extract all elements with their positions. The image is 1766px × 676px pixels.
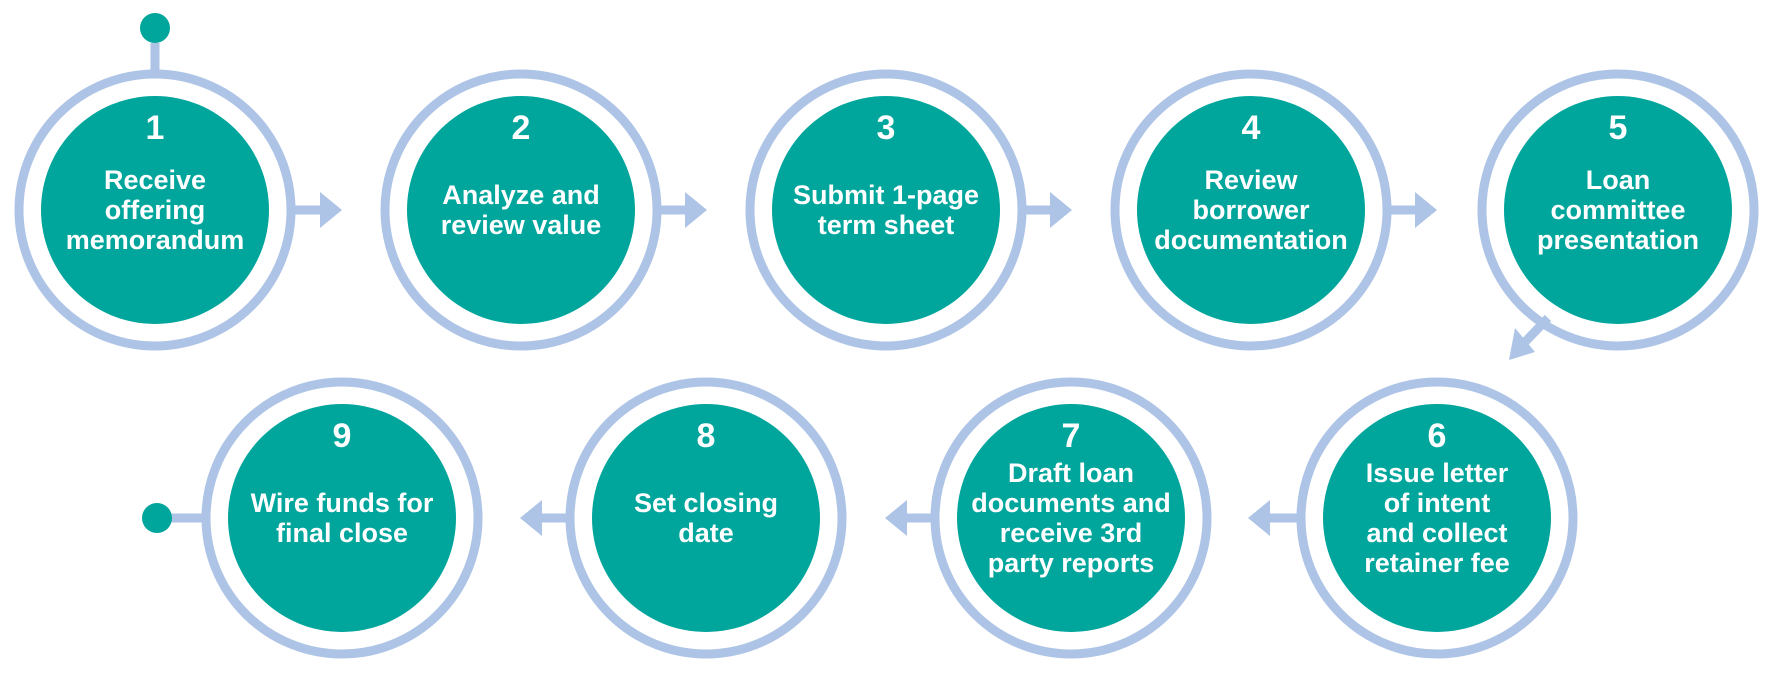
step-label-line: review value xyxy=(441,210,602,240)
step-label-line: date xyxy=(678,518,734,548)
step-circle xyxy=(1504,96,1732,324)
arrow-7-to-8 xyxy=(885,500,935,536)
arrowhead-left-icon xyxy=(885,500,907,536)
step-label-line: presentation xyxy=(1537,225,1699,255)
flow-arrows xyxy=(290,192,1552,536)
step-circle xyxy=(957,404,1185,632)
step-circle xyxy=(1323,404,1551,632)
step-number: 2 xyxy=(512,109,531,147)
step-number: 5 xyxy=(1609,109,1628,147)
step-label-line: documents and xyxy=(971,488,1171,518)
step-label-line: party reports xyxy=(988,548,1155,578)
step-ring xyxy=(380,69,662,351)
arrow-4-to-5 xyxy=(1386,192,1437,228)
step-label-line: retainer fee xyxy=(1364,548,1510,578)
step-number: 9 xyxy=(333,417,352,455)
step-label-line: Issue letter xyxy=(1366,458,1509,488)
step-ring xyxy=(745,69,1027,351)
arrowhead-right-icon xyxy=(320,192,342,228)
step-label-line: Loan xyxy=(1586,165,1651,195)
step-label-line: Analyze and xyxy=(442,180,600,210)
step-number: 6 xyxy=(1428,417,1447,455)
step-label-line: Receive xyxy=(104,165,206,195)
step-label-line: Wire funds for xyxy=(251,488,434,518)
step-number: 1 xyxy=(146,109,165,147)
step-circle xyxy=(228,404,456,632)
arrowhead-right-icon xyxy=(1415,192,1437,228)
step-label-line: Draft loan xyxy=(1008,458,1134,488)
step-label-line: and collect xyxy=(1366,518,1507,548)
step-circle xyxy=(41,96,269,324)
step-label-line: offering xyxy=(105,195,206,225)
step-number: 8 xyxy=(697,417,716,455)
step-circle xyxy=(407,96,635,324)
arrowhead-left-icon xyxy=(520,500,542,536)
step-ring xyxy=(14,69,296,351)
step-label-line: receive 3rd xyxy=(1000,518,1143,548)
step-circle xyxy=(772,96,1000,324)
step-label-line: final close xyxy=(276,518,408,548)
arrow-6-to-7 xyxy=(1248,500,1298,536)
step-number: 4 xyxy=(1242,109,1261,147)
arrowhead-right-icon xyxy=(1050,192,1072,228)
step-circle xyxy=(592,404,820,632)
step-label-line: borrower xyxy=(1192,195,1310,225)
start-dot xyxy=(140,13,170,43)
step-ring xyxy=(930,377,1212,659)
step-ring xyxy=(1477,69,1759,351)
step-ring xyxy=(1110,69,1392,351)
step-label-line: documentation xyxy=(1154,225,1348,255)
arrowhead-down-left-icon xyxy=(1509,328,1535,360)
end-dot xyxy=(142,503,172,533)
step-label-line: committee xyxy=(1550,195,1685,225)
step-label-line: memorandum xyxy=(66,225,245,255)
step-label-line: of intent xyxy=(1384,488,1490,518)
arrow-2-to-3 xyxy=(656,192,707,228)
arrowhead-right-icon xyxy=(685,192,707,228)
step-number: 7 xyxy=(1062,417,1081,455)
step-label-line: Set closing xyxy=(634,488,778,518)
step-ring xyxy=(201,377,483,659)
step-label-line: term sheet xyxy=(818,210,955,240)
step-circle xyxy=(1137,96,1365,324)
step-label-line: Submit 1-page xyxy=(793,180,979,210)
step-ring xyxy=(565,377,847,659)
step-number: 3 xyxy=(877,109,896,147)
arrow-1-to-2 xyxy=(290,192,342,228)
step-label-line: Review xyxy=(1204,165,1298,195)
arrow-3-to-4 xyxy=(1021,192,1072,228)
step-ring xyxy=(1296,377,1578,659)
arrowhead-left-icon xyxy=(1248,500,1270,536)
arrow-8-to-9 xyxy=(520,500,570,536)
